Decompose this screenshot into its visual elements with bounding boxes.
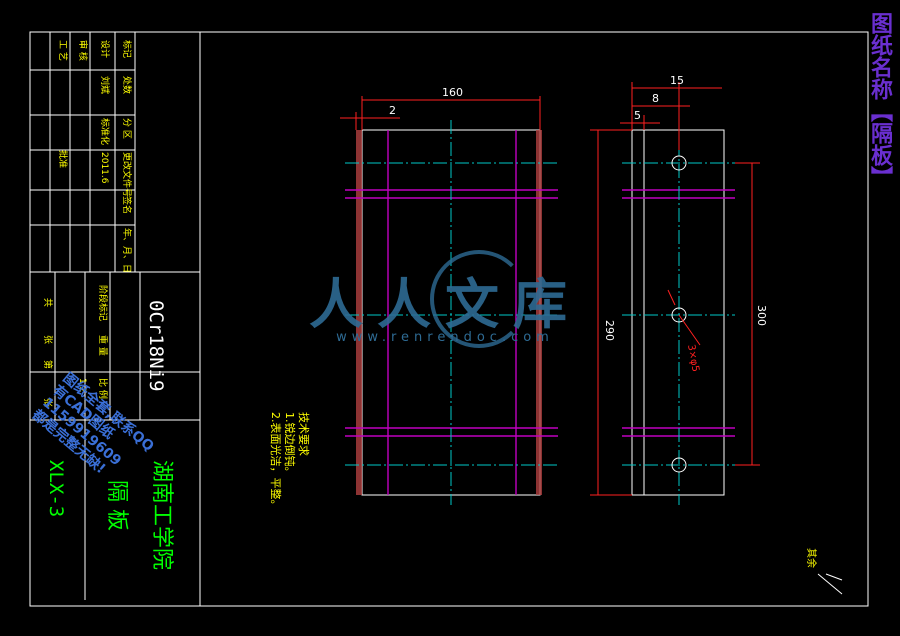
plate-hatch-right xyxy=(536,130,542,495)
tb-drawer: 刘斌 xyxy=(99,76,111,94)
watermark-url: www.renrendoc.com xyxy=(336,330,554,345)
tech-req-heading: 技术要求 xyxy=(297,412,310,456)
tb-label-count: 处数 xyxy=(121,76,133,94)
tb-label-change: 更改文件号 xyxy=(121,152,133,197)
tb-design: 设计 xyxy=(99,40,111,58)
dim-15: 15 xyxy=(670,74,684,87)
drawing-number: XLX-3 xyxy=(45,460,67,517)
tb-sheet-of: 第 xyxy=(42,360,54,369)
material-text: 0Cr18Ni9 xyxy=(145,300,167,392)
side-plate-outline xyxy=(631,129,725,496)
tb-sheet-of2: 张 xyxy=(42,398,53,407)
school-name: 湖南工学院 xyxy=(149,460,174,570)
dim-300: 300 xyxy=(755,305,768,326)
tb-stage: 阶段标记 xyxy=(97,285,109,321)
tb-label-sign: 签名 xyxy=(121,196,133,214)
dim-290: 290 xyxy=(603,320,616,341)
tb-weight: 重 量 xyxy=(97,335,109,356)
tb-sheet: 张 xyxy=(42,335,53,344)
tb-scale-val: 1:2 xyxy=(77,378,87,392)
title-block xyxy=(29,31,201,607)
tb-craft: 工 艺 xyxy=(57,40,68,61)
tb-audit: 审 核 xyxy=(77,40,89,61)
drawing-title: 图纸名称【隔板】 xyxy=(867,12,892,188)
hole-top xyxy=(671,155,687,171)
tb-std: 标准化 xyxy=(99,118,111,145)
part-name: 隔 板 xyxy=(104,480,129,531)
roughness-symbol xyxy=(817,573,843,595)
hole-mid xyxy=(671,307,687,323)
tb-label-date: 年、月、日 xyxy=(121,228,133,273)
tb-approve: 批准 xyxy=(57,150,69,168)
watermark: 人人文库 www.renrendoc.com xyxy=(300,250,590,370)
dim-2: 2 xyxy=(389,104,396,117)
dim-8: 8 xyxy=(652,92,659,105)
hole-bottom xyxy=(671,457,687,473)
tb-sheet-total: 共 xyxy=(42,298,53,307)
roughness-label: 其余 xyxy=(805,548,818,568)
plate-hatch-left xyxy=(356,130,362,495)
watermark-brand: 人人文库 xyxy=(309,273,581,336)
tb-label-zone: 分 区 xyxy=(121,118,132,139)
tb-scale: 比 例 xyxy=(97,378,109,399)
tech-req-2: 2.表面光洁，平整。 xyxy=(269,412,283,511)
tb-date: 2011.6 xyxy=(99,152,109,184)
side-view xyxy=(590,82,760,505)
watermark-ring xyxy=(430,250,528,348)
tech-req-1: 1.锐边倒钝。 xyxy=(283,412,297,478)
hole-callout: 3×φ5 xyxy=(685,344,701,373)
dim-160: 160 xyxy=(442,86,463,99)
tb-label-mark: 标记 xyxy=(121,40,133,58)
dim-5: 5 xyxy=(634,109,641,122)
